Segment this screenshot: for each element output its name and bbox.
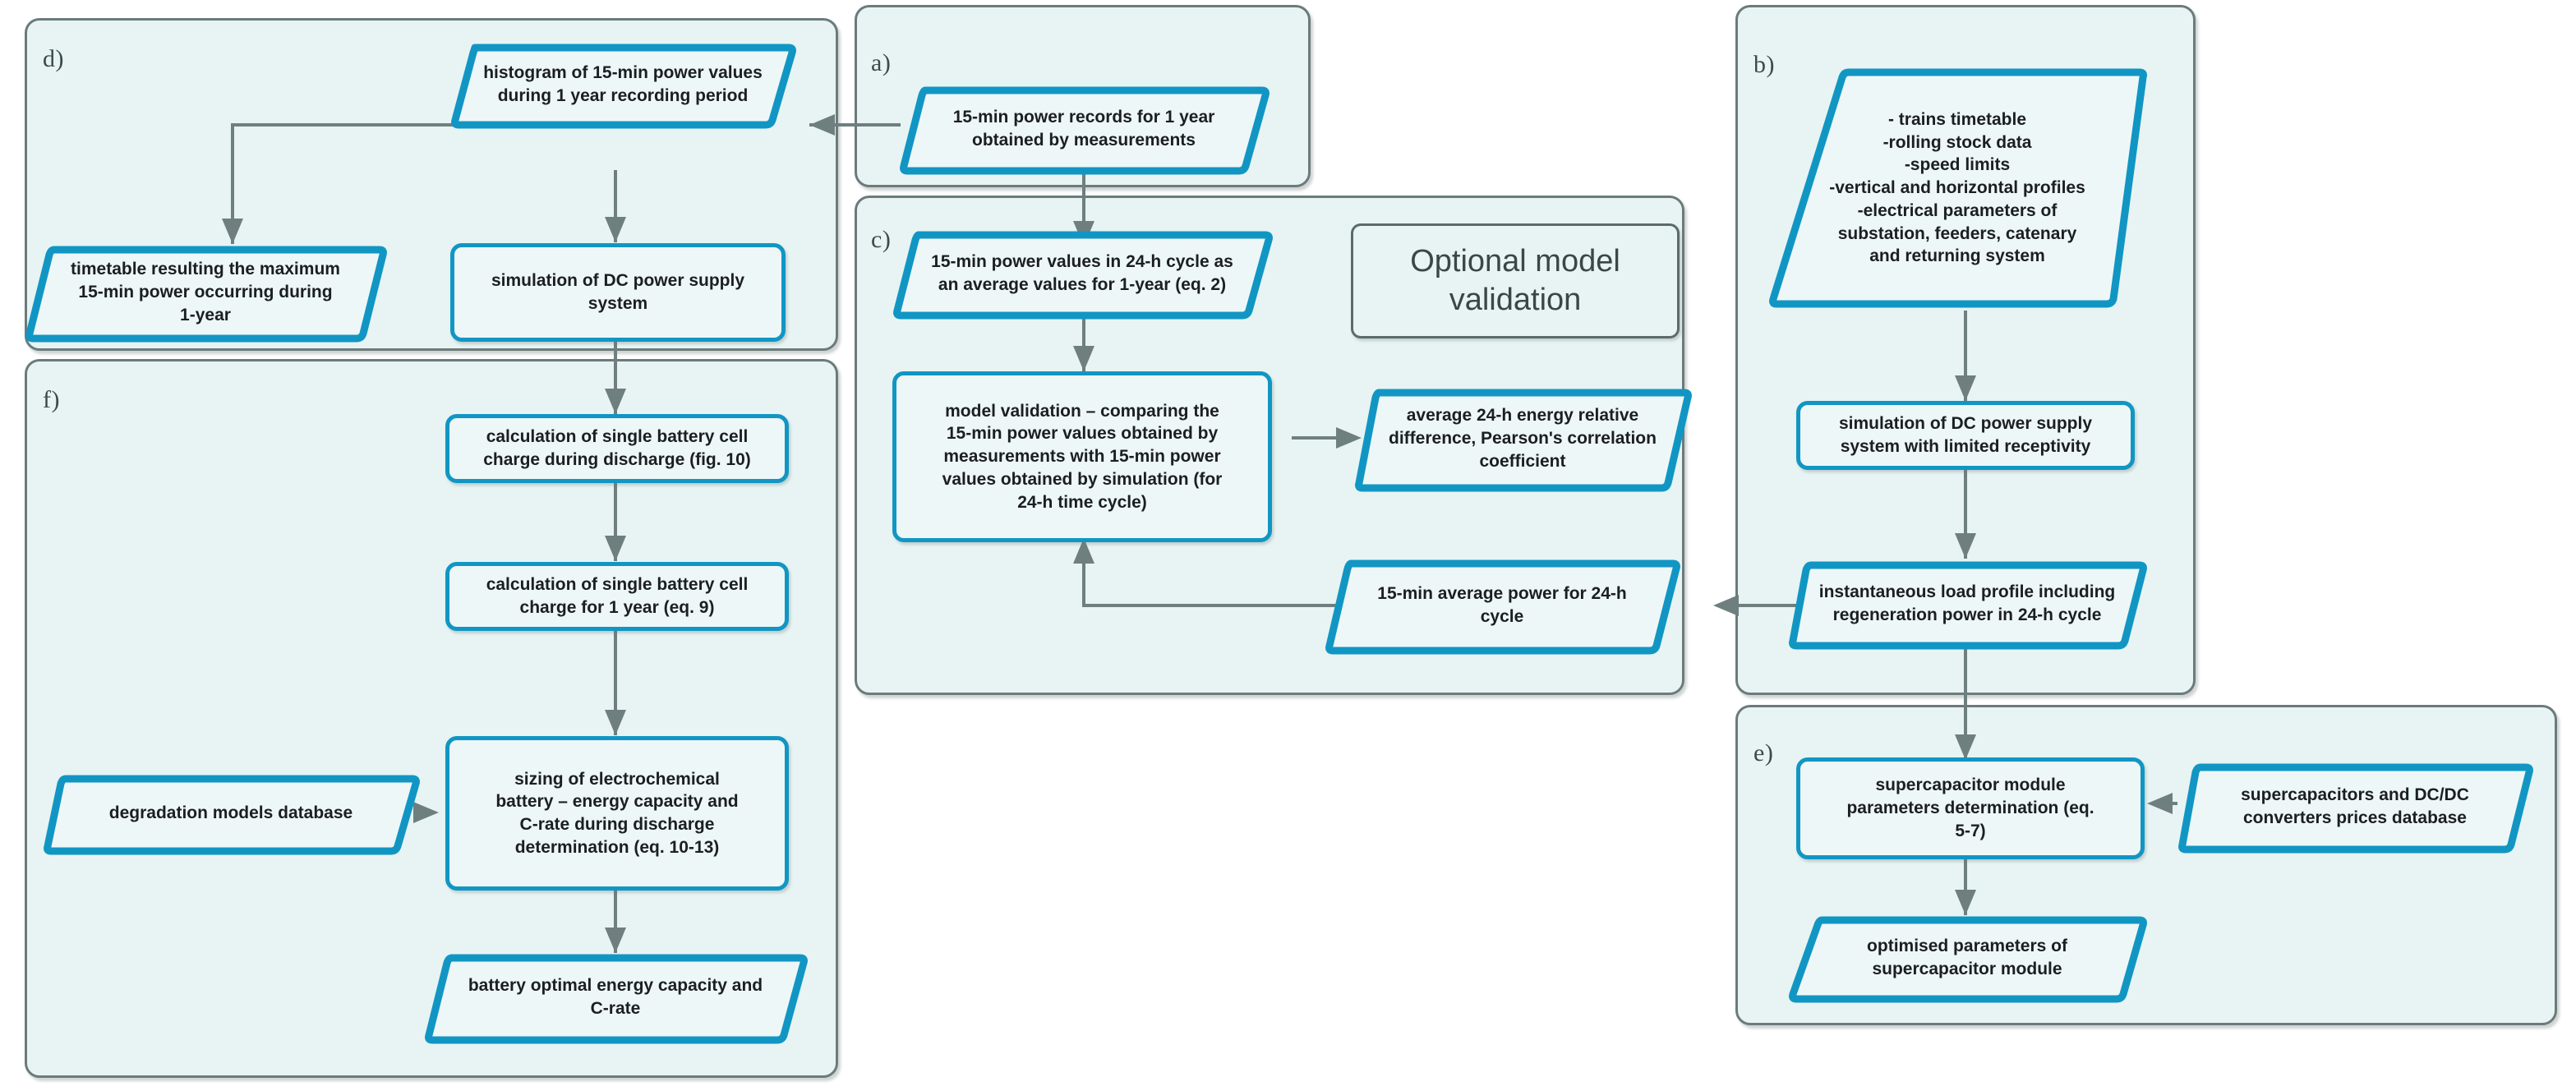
- node-calc-cell-discharge[interactable]: calculation of single battery cell charg…: [445, 414, 789, 483]
- parallelogram-shape: [25, 246, 387, 343]
- node-label: optimised parameters of supercapacitor m…: [1867, 937, 2067, 978]
- node-histogram[interactable]: histogram of 15-min power values during …: [450, 41, 796, 129]
- parallelogram-shape: [900, 86, 1270, 175]
- node-timetable-max[interactable]: timetable resulting the maximum 15-min p…: [25, 243, 387, 343]
- node-label: average 24-h energy relative difference,…: [1389, 406, 1657, 471]
- node-label: - trains timetable -rolling stock data -…: [1829, 109, 2085, 266]
- parallelogram-shape: [425, 954, 808, 1044]
- parallelogram-shape: [1769, 68, 2147, 308]
- node-label: model validation – comparing the 15-min …: [942, 401, 1223, 512]
- panel-label-f: f): [43, 386, 60, 413]
- node-battery-optimal[interactable]: battery optimal energy capacity and C-ra…: [424, 951, 808, 1044]
- panel-label-a: a): [871, 49, 892, 76]
- node-label: timetable resulting the maximum 15-min p…: [71, 260, 340, 325]
- node-sim-dc[interactable]: simulation of DC power supply system: [450, 243, 786, 342]
- node-label: 15-min power records for 1 year obtained…: [952, 108, 1215, 150]
- node-instant-load[interactable]: instantaneous load profile including reg…: [1788, 559, 2147, 650]
- node-label: calculation of single battery cell charg…: [483, 427, 751, 469]
- parallelogram-shape: [451, 44, 796, 129]
- node-energy-rel-diff[interactable]: average 24-h energy relative difference,…: [1354, 386, 1692, 492]
- parallelogram-shape: [1789, 561, 2147, 650]
- node-label: 15-min average power for 24-h cycle: [1377, 584, 1627, 626]
- node-sc-module-params[interactable]: supercapacitor module parameters determi…: [1796, 757, 2145, 859]
- parallelogram-shape: [893, 231, 1273, 320]
- node-sc-optimised[interactable]: optimised parameters of supercapacitor m…: [1788, 914, 2147, 1003]
- panel-label-e: e): [1753, 739, 1774, 766]
- parallelogram-shape: [1355, 389, 1692, 492]
- panel-label-c: c): [871, 226, 892, 253]
- node-label: sizing of electrochemical battery – ener…: [495, 769, 739, 857]
- node-inputs-list[interactable]: - trains timetable -rolling stock data -…: [1768, 66, 2147, 311]
- parallelogram-shape: [1325, 559, 1680, 655]
- node-avg-power-24h[interactable]: 15-min average power for 24-h cycle: [1325, 557, 1680, 655]
- node-label: supercapacitors and DC/DC converters pri…: [2241, 785, 2469, 827]
- parallelogram-shape: [1789, 916, 2147, 1003]
- node-degradation-db[interactable]: degradation models database: [43, 772, 420, 855]
- node-sizing-battery[interactable]: sizing of electrochemical battery – ener…: [445, 736, 789, 891]
- node-avg-24h-values[interactable]: 15-min power values in 24-h cycle as an …: [892, 228, 1273, 320]
- node-label: simulation of DC power supply system: [491, 271, 745, 313]
- node-model-validation[interactable]: model validation – comparing the 15-min …: [892, 371, 1272, 542]
- node-label: degradation models database: [108, 803, 353, 823]
- node-label: calculation of single battery cell charg…: [486, 575, 749, 617]
- parallelogram-shape: [44, 775, 420, 855]
- node-label: simulation of DC power supply system wit…: [1838, 414, 2093, 456]
- panel-label-b: b): [1753, 51, 1775, 78]
- panel-label-d: d): [43, 45, 64, 72]
- node-sc-prices-db[interactable]: supercapacitors and DC/DC converters pri…: [2177, 761, 2533, 854]
- node-label: histogram of 15-min power values during …: [483, 62, 763, 105]
- node-label: Optional model validation: [1410, 243, 1620, 318]
- node-optional-validation: Optional model validation: [1351, 223, 1680, 338]
- parallelogram-shape: [2178, 763, 2533, 854]
- node-label: instantaneous load profile including reg…: [1818, 582, 2116, 624]
- node-label: supercapacitor module parameters determi…: [1846, 776, 2094, 840]
- node-calc-cell-1year[interactable]: calculation of single battery cell charg…: [445, 562, 789, 631]
- node-label: battery optimal energy capacity and C-ra…: [468, 976, 763, 1018]
- node-label: 15-min power values in 24-h cycle as an …: [931, 252, 1233, 294]
- node-sim-dc-limited[interactable]: simulation of DC power supply system wit…: [1796, 401, 2135, 470]
- node-records-1year[interactable]: 15-min power records for 1 year obtained…: [899, 84, 1270, 175]
